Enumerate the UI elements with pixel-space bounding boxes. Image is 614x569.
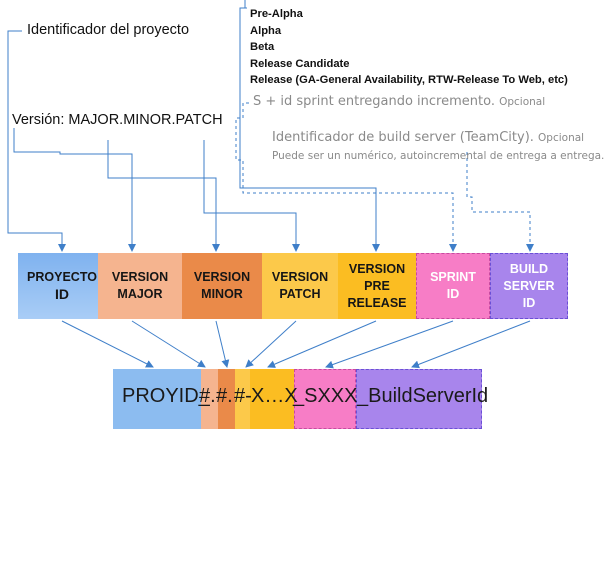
- box-line: SERVER: [503, 278, 555, 293]
- build-title: Identificador de build server (TeamCity)…: [272, 130, 534, 145]
- line-sprint: [235, 102, 457, 252]
- sprint-note: S + id sprint entregando incremento. Opc…: [253, 94, 545, 109]
- sprint-note-text: S + id sprint entregando incremento.: [253, 94, 495, 109]
- fmt-patch: #-: [234, 385, 252, 407]
- box-sprint-id: SPRINT ID: [416, 253, 490, 319]
- box-line: PRE: [364, 278, 390, 293]
- arrow-proyecto-fmt: [61, 320, 154, 368]
- fmt-prerelease: X…X: [251, 385, 298, 407]
- build-note: Identificador de build server (TeamCity)…: [272, 130, 584, 145]
- line-buildserver: [466, 152, 534, 252]
- stage-item: Release (GA-General Availability, RTW-Re…: [250, 74, 568, 87]
- line-project-id: [7, 30, 66, 252]
- stage-item: Alpha: [250, 24, 282, 37]
- box-build-server-id: BUILD SERVER ID: [490, 253, 568, 319]
- box-line: PATCH: [279, 287, 321, 301]
- box-line: VERSION: [111, 270, 169, 284]
- fmt-bg-patch: [235, 369, 250, 429]
- box-line: MAJOR: [117, 287, 163, 301]
- arrow-sprint-fmt: [325, 320, 454, 369]
- box-line: VERSION: [193, 270, 251, 284]
- fmt-build: _BuildServerId: [357, 385, 489, 407]
- box-line: VERSION: [348, 261, 406, 276]
- fmt-bg-sprint: [294, 369, 356, 429]
- fmt-bg-minor: [218, 369, 235, 429]
- arrow-prerelease-fmt: [267, 320, 377, 368]
- arrow-minor-fmt: [215, 320, 230, 368]
- prerelease-stage-list: Pre-Alpha Alpha Beta Release Candidate R…: [250, 6, 568, 89]
- box-line: RELEASE: [347, 295, 407, 310]
- fmt-minor: #.: [216, 385, 233, 407]
- line-prerelease: [239, 0, 380, 252]
- format-string: PROYID_ #. #. #- X…X _SXXX _BuildServerI…: [0, 385, 614, 569]
- box-line: ID: [522, 295, 536, 310]
- fmt-bg-build: [356, 369, 482, 429]
- label-project-id: Identificador del proyecto: [27, 22, 190, 38]
- stage-item: Pre-Alpha: [250, 8, 303, 20]
- label-version: Versión: MAJOR.MINOR.PATCH: [12, 112, 223, 128]
- box-line: BUILD: [509, 261, 549, 276]
- arrow-patch-fmt: [245, 320, 297, 368]
- box-line: ID: [54, 286, 69, 302]
- build-desc: Puede ser un numérico, autoincremental d…: [272, 150, 605, 162]
- box-line: VERSION: [271, 270, 329, 284]
- stage-item: Beta: [250, 41, 275, 54]
- arrow-major-fmt: [131, 320, 206, 368]
- connectors: [7, 0, 534, 369]
- box-line: MINOR: [201, 287, 243, 301]
- sprint-optional: Opcional: [499, 96, 546, 108]
- line-version-major: [13, 128, 136, 252]
- box-version-prerelease: VERSION PRE RELEASE: [338, 253, 416, 319]
- box-line: PROYECTO: [27, 270, 97, 284]
- line-version-patch: [203, 140, 300, 252]
- fmt-bg-major: [201, 369, 218, 429]
- box-version-patch: VERSION PATCH: [262, 253, 338, 319]
- box-version-major: VERSION MAJOR: [98, 253, 182, 319]
- fmt-sprint: _SXXX: [293, 385, 358, 407]
- box-line: ID: [446, 287, 460, 301]
- box-version-minor: VERSION MINOR: [182, 253, 262, 319]
- fmt-proyid: PROYID_: [122, 385, 210, 407]
- build-optional: Opcional: [538, 132, 585, 144]
- stage-item: Release Candidate: [250, 57, 350, 70]
- box-proyecto-id: PROYECTO ID: [18, 253, 106, 319]
- box-line: SPRINT: [430, 270, 476, 284]
- line-version-minor: [107, 140, 220, 252]
- fmt-bg-prerelease: [250, 369, 294, 429]
- fmt-bg-proyid: [113, 369, 201, 429]
- fmt-major: #.: [199, 385, 216, 407]
- arrow-buildserver-fmt: [411, 320, 531, 369]
